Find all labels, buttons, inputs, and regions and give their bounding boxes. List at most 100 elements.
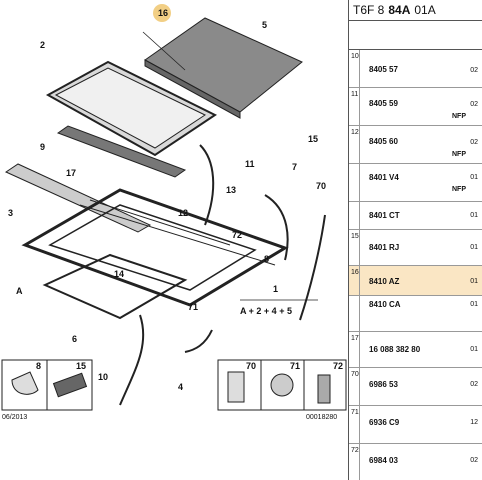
callout-8: 8 xyxy=(264,254,269,264)
detail-label-15: 15 xyxy=(76,361,86,371)
detail-label-70: 70 xyxy=(246,361,256,371)
ref-suffix: 01A xyxy=(414,3,436,17)
ref-prefix: T6F 8 xyxy=(353,3,385,17)
callout-circle-16 xyxy=(153,4,171,22)
part-index xyxy=(349,202,360,229)
part-qty: 12 xyxy=(470,419,478,426)
part-number: 16 088 382 80 xyxy=(369,345,421,354)
clip-70-shape xyxy=(227,371,245,403)
part-row[interactable]: 11 8405 59 02 NFP xyxy=(349,88,482,126)
part-number: 8405 59 xyxy=(369,99,398,108)
footer-image-number: 00018280 xyxy=(306,414,337,421)
drain-hose-7 xyxy=(264,194,289,261)
sunroof-cover-shape xyxy=(144,17,303,119)
frame-seal-shape xyxy=(42,253,188,320)
part-row-highlighted[interactable]: 16 8410 AZ 01 xyxy=(349,266,482,296)
part-qty: 02 xyxy=(470,457,478,464)
part-number: 8405 60 xyxy=(369,137,398,146)
part-qty: 02 xyxy=(470,381,478,388)
deflector-shape xyxy=(4,163,152,233)
part-index: 11 xyxy=(349,88,360,125)
ref-code: 84A xyxy=(388,3,411,17)
part-qty-alt: 01 xyxy=(470,301,478,308)
callout-14: 14 xyxy=(114,269,124,279)
drain-hose-rear xyxy=(299,214,326,321)
callout-6: 6 xyxy=(72,334,77,344)
part-number: 8410 AZ xyxy=(369,277,400,286)
callout-4: 4 xyxy=(178,382,183,392)
part-row[interactable]: 72 6984 03 02 xyxy=(349,444,482,480)
part-number: 6936 C9 xyxy=(369,418,400,427)
exploded-diagram: 16 5 2 9 15 11 17 13 7 70 3 12 72 A 8 14… xyxy=(1,4,347,421)
detail-box-left xyxy=(1,359,93,411)
frame-shape xyxy=(21,188,289,307)
detail-label-71: 71 xyxy=(290,361,300,371)
part-number: 6986 53 xyxy=(369,380,398,389)
part-row[interactable]: 8401 CT 01 xyxy=(349,202,482,230)
part-number-alt: 8410 CA xyxy=(369,300,401,309)
callout-13: 13 xyxy=(226,185,236,195)
detail-label-72: 72 xyxy=(333,361,343,371)
callout-5: 5 xyxy=(262,20,267,30)
part-index-empty xyxy=(349,296,360,331)
part-row[interactable]: 70 6986 53 02 xyxy=(349,368,482,406)
callout-72: 72 xyxy=(232,230,242,240)
part-row[interactable]: 12 8405 60 02 NFP xyxy=(349,126,482,164)
callout-2: 2 xyxy=(40,40,45,50)
part-index: 72 xyxy=(349,444,360,480)
part-qty: 01 xyxy=(470,174,478,181)
part-nfp: NFP xyxy=(452,186,466,193)
part-row[interactable]: 8401 V4 01 NFP xyxy=(349,164,482,202)
part-nfp: NFP xyxy=(452,151,466,158)
parts-list: T6F 8 84A 01A 10 8405 57 02 11 8405 59 0… xyxy=(348,0,482,480)
callout-15: 15 xyxy=(308,134,318,144)
part-index: 71 xyxy=(349,406,360,443)
callout-12: 12 xyxy=(178,208,188,218)
part-number: 8401 V4 xyxy=(369,173,399,182)
part-index: 10 xyxy=(349,50,360,87)
part-number: 8401 CT xyxy=(369,211,400,220)
detail-label-8: 8 xyxy=(36,361,41,371)
part-qty: 01 xyxy=(470,244,478,251)
clip-72-shape xyxy=(317,374,331,404)
part-number: 8405 57 xyxy=(369,65,398,74)
part-qty: 02 xyxy=(470,101,478,108)
part-row[interactable]: 71 6936 C9 12 xyxy=(349,406,482,444)
drain-hose-front xyxy=(199,144,215,226)
part-index: 17 xyxy=(349,332,360,367)
part-qty: 01 xyxy=(470,278,478,285)
part-nfp: NFP xyxy=(452,113,466,120)
callout-3: 3 xyxy=(8,208,13,218)
callout-7: 7 xyxy=(292,162,297,172)
drain-hose-10 xyxy=(119,314,145,406)
part-row[interactable]: 10 8405 57 02 xyxy=(349,50,482,88)
callout-70: 70 xyxy=(316,181,326,191)
ref-header: T6F 8 84A 01A xyxy=(349,0,482,21)
part-number: 8401 RJ xyxy=(369,243,400,252)
callout-A: A xyxy=(16,286,23,296)
callout-71: 71 xyxy=(188,302,198,312)
header-spacer xyxy=(349,21,482,50)
detail-box-right xyxy=(217,359,347,411)
part-index: 15 xyxy=(349,230,360,265)
part-number: 6984 03 xyxy=(369,456,398,465)
part-qty: 02 xyxy=(470,139,478,146)
callout-10: 10 xyxy=(98,372,108,382)
part-index xyxy=(349,164,360,201)
drain-hose-4 xyxy=(184,329,213,353)
clip-15-shape xyxy=(52,372,88,398)
part-row[interactable]: 8410 CA 01 xyxy=(349,296,482,332)
clip-71-shape xyxy=(270,373,294,397)
part-row[interactable]: 15 8401 RJ 01 xyxy=(349,230,482,266)
part-qty: 02 xyxy=(470,67,478,74)
part-row[interactable]: 17 16 088 382 80 01 xyxy=(349,332,482,368)
glass-panel-shape xyxy=(45,60,217,157)
part-qty: 01 xyxy=(470,346,478,353)
callout-17: 17 xyxy=(66,168,76,178)
footer-date: 06/2013 xyxy=(2,414,27,421)
clip-8-shape xyxy=(11,371,39,395)
callout-11: 11 xyxy=(245,159,255,169)
part-qty: 01 xyxy=(470,212,478,219)
part-index: 12 xyxy=(349,126,360,163)
